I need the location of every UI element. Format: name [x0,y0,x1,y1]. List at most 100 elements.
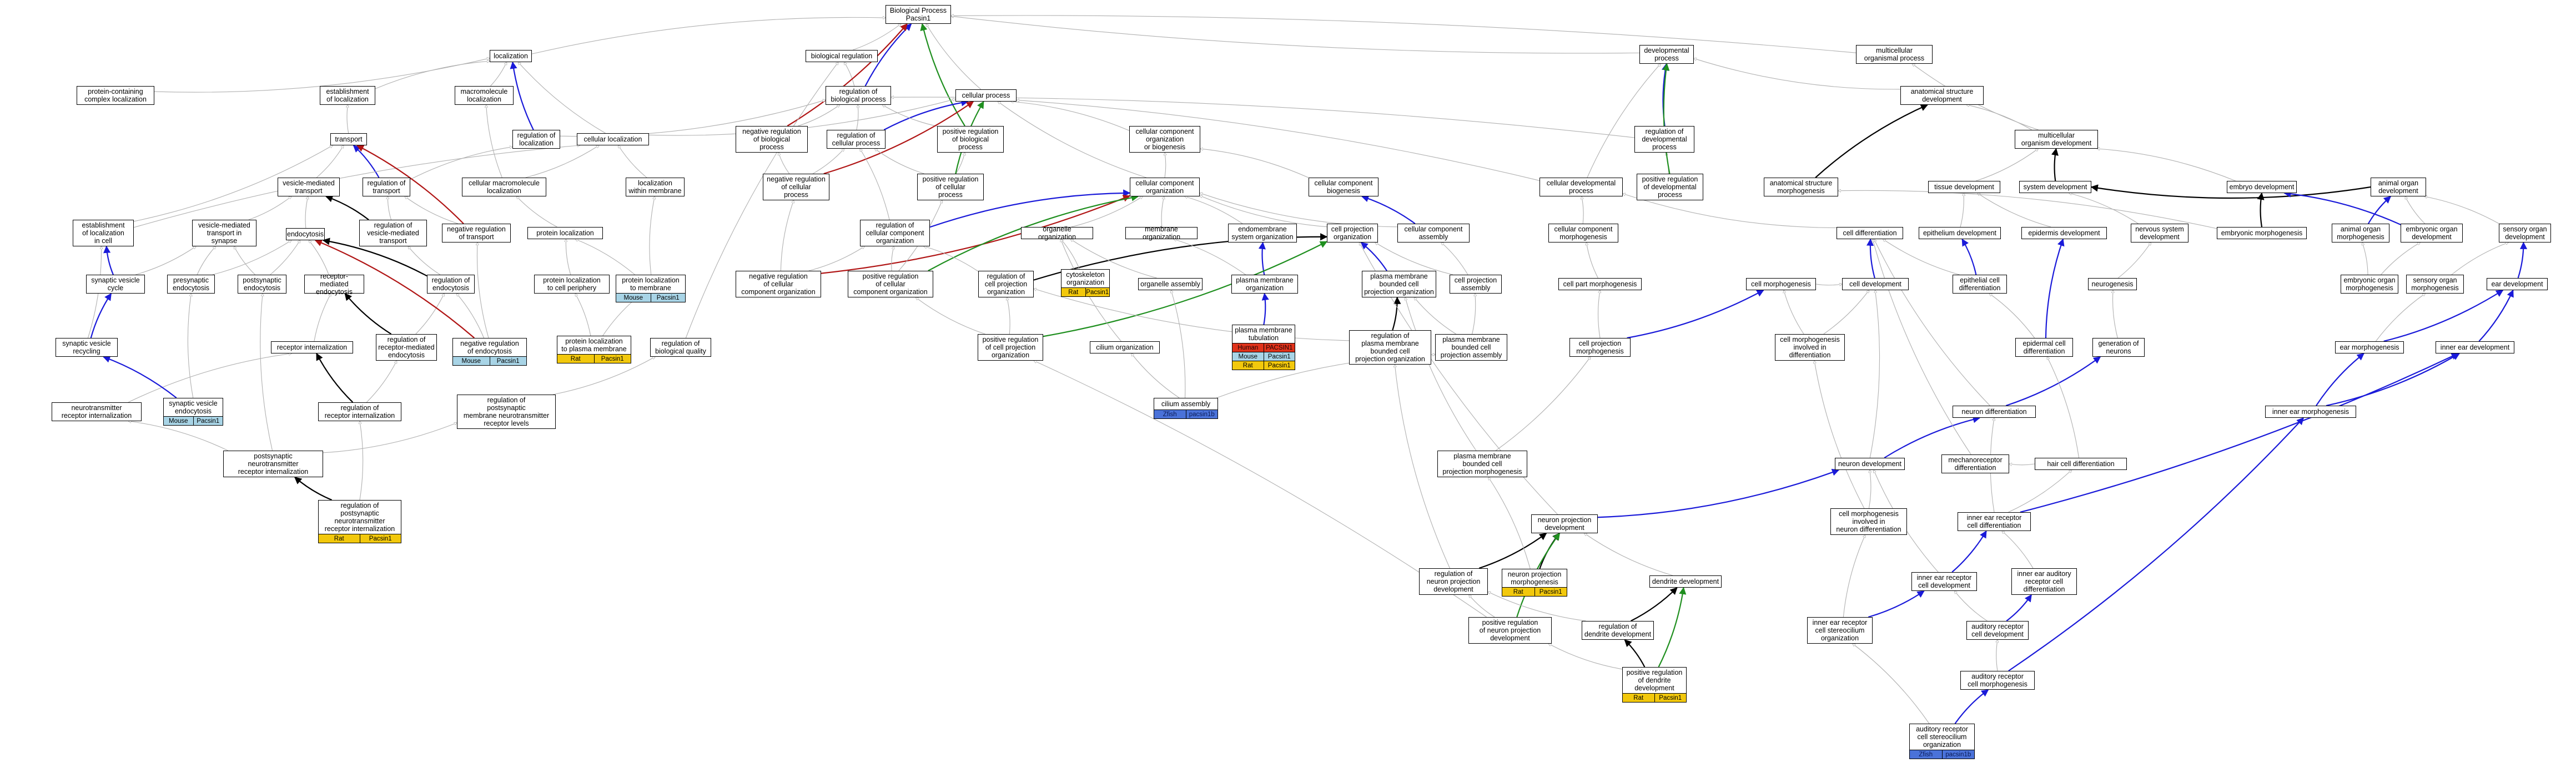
go-term-reg-cell-proj-org[interactable]: regulation of cell projection organizati… [978,271,1034,297]
go-term-localization[interactable]: localization [490,50,532,62]
go-term-organelle-org[interactable]: organelle organization [1021,225,1093,241]
go-term-cell-macro-loc[interactable]: cellular macromolecule localization [462,178,546,196]
go-term-multi-proc[interactable]: multicellular organismal process [1856,45,1933,64]
go-term-cilium-assembly[interactable]: cilium assembly [1154,398,1218,410]
go-term-ear-dev[interactable]: ear development [2487,278,2548,290]
go-term-inner-ear-morph[interactable]: inner ear morphogenesis [2265,406,2356,418]
go-term-ns-dev[interactable]: nervous system development [2131,224,2188,242]
go-term-transport[interactable]: transport [330,133,367,145]
go-term-reg-loc[interactable]: regulation of localization [512,130,560,149]
go-term-cell-proc[interactable]: cellular process [955,89,1017,102]
go-term-reg-rme[interactable]: regulation of receptor-mediated endocyto… [376,334,437,361]
go-term-pc-loc[interactable]: protein-containing complex localization [77,86,154,105]
go-term-reg-bp[interactable]: regulation of biological process [826,86,891,105]
go-term-sensory-organ-dev[interactable]: sensory organ development [2499,224,2551,242]
go-term-postsyn-nt-intern[interactable]: postsynaptic neurotransmitter receptor i… [223,451,323,477]
go-term-reg-endo[interactable]: regulation of endocytosis [427,275,475,294]
go-term-inner-ear-auditory[interactable]: inner ear auditory receptor cell differe… [2011,568,2077,595]
go-term-cell-proj-morph[interactable]: cell projection morphogenesis [1569,338,1631,357]
go-term-reg-dendrite[interactable]: regulation of dendrite development [1582,621,1654,640]
go-term-inner-ear-stereo[interactable]: inner ear receptor cell stereocilium org… [1807,617,1873,644]
go-term-auditory-rc-morph[interactable]: auditory receptor cell morphogenesis [1960,671,2035,690]
go-term-epith-cell-diff[interactable]: epithelial cell differentiation [1953,275,2007,294]
go-term-embryonic-organ-morph[interactable]: embryonic organ morphogenesis [2341,275,2398,294]
go-term-loc-membrane[interactable]: localization within membrane [626,178,685,196]
go-term-reg-dev[interactable]: regulation of developmental process [1634,126,1694,153]
go-term-prot-loc-membrane[interactable]: protein localization to membrane [616,275,686,294]
go-term-reg-pm-bounded[interactable]: regulation of plasma membrane bounded ce… [1349,330,1431,365]
go-term-cell-loc[interactable]: cellular localization [577,133,649,145]
go-term-reg-receptor-intern[interactable]: regulation of receptor internalization [318,402,401,421]
go-term-reg-cco[interactable]: regulation of cellular component organiz… [860,220,930,246]
go-term-reg-bio-quality[interactable]: regulation of biological quality [650,338,711,357]
go-term-neuron-proj-dev[interactable]: neuron projection development [1531,514,1598,533]
go-term-mechanoreceptor-diff[interactable]: mechanoreceptor differentiation [1941,454,2009,473]
go-term-neg-reg-transport[interactable]: negative regulation of transport [442,224,511,242]
go-term-neg-reg-cco[interactable]: negative regulation of cellular componen… [736,271,821,297]
go-term-reg-postsyn-nt-intern[interactable]: regulation of postsynaptic neurotransmit… [318,500,401,534]
go-term-neurogenesis[interactable]: neurogenesis [2088,278,2137,290]
go-term-neuron-dev[interactable]: neuron development [1835,458,1905,470]
go-term-reg-transport[interactable]: regulation of transport [363,178,410,196]
go-term-as-morph[interactable]: anatomical structure morphogenesis [1764,178,1838,196]
go-term-cell-morph[interactable]: cell morphogenesis [1746,278,1816,290]
go-term-system-dev[interactable]: system development [2019,181,2091,193]
go-term-receptor-intern[interactable]: receptor internalization [271,341,353,353]
go-term-bio-reg[interactable]: biological regulation [806,50,878,62]
go-term-reg-cp[interactable]: regulation of cellular process [827,130,886,149]
go-term-reg-ves-transport[interactable]: regulation of vesicle-mediated transport [359,220,427,246]
go-term-cytoskeleton-org[interactable]: cytoskeleton organization [1061,269,1110,288]
go-term-sensory-organ-morph[interactable]: sensory organ morphogenesis [2406,275,2464,294]
go-term-pm-bounded-assembly[interactable]: plasma membrane bounded cell projection … [1435,334,1507,361]
go-term-rme[interactable]: receptor-mediated endocytosis [304,272,364,296]
go-term-epid-dev[interactable]: epidermis development [2021,227,2107,239]
go-term-prot-loc-pm[interactable]: protein localization to plasma membrane [557,336,631,355]
go-term-pm-tubulation[interactable]: plasma membrane tubulation [1232,325,1295,343]
go-term-neg-reg-endo[interactable]: negative regulation of endocytosis [452,338,527,357]
go-term-cell-comp-morph[interactable]: cellular component morphogenesis [1548,224,1618,242]
go-term-cco[interactable]: cellular component organization [1130,178,1200,196]
go-term-cilium-org[interactable]: cilium organization [1090,341,1160,353]
go-term-reg-postsyn-nt[interactable]: regulation of postsynaptic membrane neur… [457,395,556,429]
go-term-animal-organ-dev[interactable]: animal organ development [2371,178,2426,196]
go-term-pm-bounded-org[interactable]: plasma membrane bounded cell projection … [1362,271,1436,297]
go-term-syn-ves-endo[interactable]: synaptic vesicle endocytosis [163,398,223,417]
go-term-auditory-rc-dev[interactable]: auditory receptor cell development [1966,621,2029,640]
go-term-macro-loc[interactable]: macromolecule localization [455,86,514,105]
go-term-presyn-endo[interactable]: presynaptic endocytosis [167,275,215,294]
go-term-ccob[interactable]: cellular component organization or bioge… [1129,126,1200,153]
go-term-membrane-org[interactable]: membrane organization [1125,225,1198,241]
go-term-inner-ear-rc-dev[interactable]: inner ear receptor cell development [1911,572,1977,591]
go-term-cell-diff[interactable]: cell differentiation [1837,227,1903,239]
go-term-embryonic-organ-dev[interactable]: embryonic organ development [2401,224,2463,242]
go-term-epith-dev[interactable]: epithelium development [1919,227,2001,239]
go-term-endomembrane-org[interactable]: endomembrane system organization [1228,224,1297,242]
go-term-estab-loc[interactable]: establishment of localization [320,86,375,105]
go-term-cell-morph-diff[interactable]: cell morphogenesis involved in different… [1775,334,1845,361]
go-term-gen-neurons[interactable]: generation of neurons [2092,338,2145,357]
go-term-prot-loc-periphery[interactable]: protein localization to cell periphery [534,275,610,294]
go-term-ves-transport[interactable]: vesicle-mediated transport [278,178,340,196]
go-term-synaptic-ves-cycle[interactable]: synaptic vesicle cycle [86,275,145,294]
go-term-postsyn-endo[interactable]: postsynaptic endocytosis [238,275,286,294]
go-term-as-dev[interactable]: anatomical structure development [1900,86,1984,105]
go-term-pm-org[interactable]: plasma membrane organization [1231,275,1298,294]
go-term-ves-synapse[interactable]: vesicle-mediated transport in synapse [192,220,256,246]
go-term-endocytosis[interactable]: endocytosis [286,228,325,240]
go-term-pos-reg-neuron-proj[interactable]: positive regulation of neuron projection… [1468,617,1552,644]
go-term-neuron-proj-morph[interactable]: neuron projection morphogenesis [1502,569,1567,588]
go-term-cell-proj-assembly[interactable]: cell projection assembly [1450,275,1502,294]
go-term-cc-biogen[interactable]: cellular component biogenesis [1309,178,1378,196]
go-term-neuron-diff[interactable]: neuron differentiation [1953,406,2036,418]
go-term-pos-reg-dev[interactable]: positive regulation of developmental pro… [1637,174,1703,200]
go-term-pos-reg-bp[interactable]: positive regulation of biological proces… [937,126,1004,153]
go-term-inner-ear-dev[interactable]: inner ear development [2436,341,2514,353]
go-term-epid-cell-diff[interactable]: epidermal cell differentiation [2015,338,2073,357]
go-term-syn-ves-recycling[interactable]: synaptic vesicle recycling [56,338,118,357]
go-term-bp[interactable]: Biological Process Pacsin1 [886,5,951,24]
go-term-reg-neuron-proj[interactable]: regulation of neuron projection developm… [1419,568,1488,595]
go-term-inner-ear-rc-diff[interactable]: inner ear receptor cell differentiation [1958,512,2031,531]
go-term-hair-cell-diff[interactable]: hair cell differentiation [2035,458,2127,470]
go-term-protein-loc[interactable]: protein localization [527,227,603,239]
go-term-cc-assembly[interactable]: cellular component assembly [1397,224,1470,242]
